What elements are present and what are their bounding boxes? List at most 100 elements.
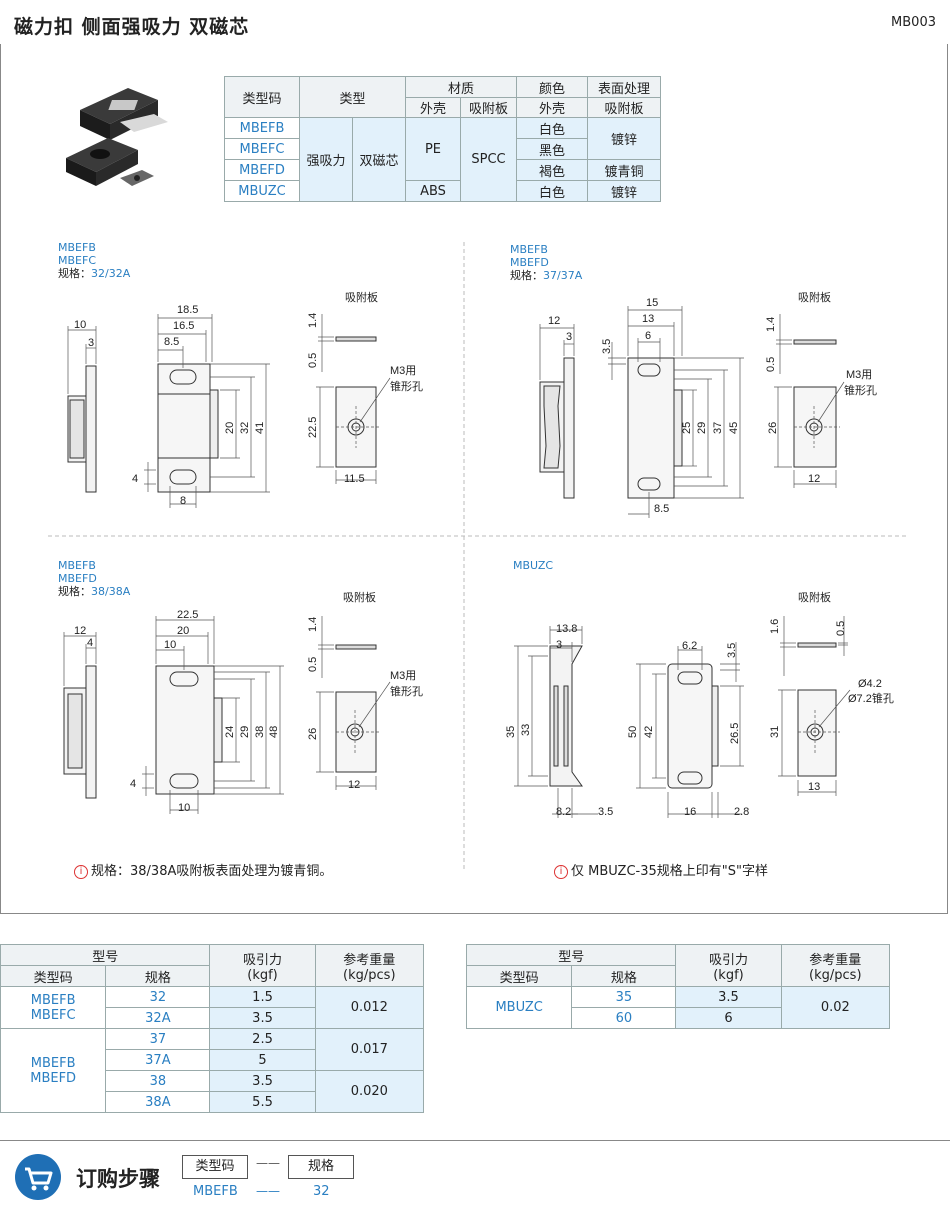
info-icon: i (74, 865, 88, 879)
order-label-code: 类型码 (182, 1155, 248, 1179)
col-color-shell: 外壳 (516, 97, 588, 118)
dim: 22.5 (177, 609, 198, 621)
info-icon: i (554, 865, 568, 879)
color-cell: 褐色 (516, 159, 588, 181)
dim: 3.5 (598, 806, 613, 818)
dim: 6.2 (682, 640, 697, 652)
col-model: 型号 (465, 944, 677, 966)
plate-label: 吸附板 (798, 290, 831, 304)
plate-cell: SPCC (460, 117, 517, 202)
hole-label: 锥形孔 (844, 384, 877, 397)
dim: 48 (268, 726, 280, 738)
dim: 18.5 (177, 304, 198, 316)
col-color: 颜色 (516, 76, 588, 98)
dim: 2.8 (734, 806, 749, 818)
dim: 24 (224, 726, 236, 738)
hole-label: Ø7.2锥孔 (848, 692, 894, 705)
catalog-code: MB003 (891, 15, 936, 30)
finish-cell: 镀锌 (587, 180, 661, 202)
dim: 20 (224, 422, 236, 434)
quadrant-dividers (48, 242, 908, 872)
dim: 37 (712, 422, 724, 434)
dim: 50 (627, 726, 639, 738)
finish-cell: 镀青铜 (587, 159, 661, 181)
dim: 8.5 (164, 336, 179, 348)
force-cell: 5.5 (209, 1091, 316, 1113)
dim: 8.5 (654, 503, 669, 515)
col-spec: 规格 (571, 965, 677, 987)
col-shell: 外壳 (405, 97, 461, 118)
col-model: 型号 (0, 944, 211, 966)
order-value-code: MBEFB (193, 1184, 238, 1199)
finish-cell: 镀锌 (587, 117, 661, 160)
color-cell: 白色 (516, 180, 588, 202)
dim: 13 (642, 313, 654, 325)
dim: 25 (681, 422, 693, 434)
dim: 1.6 (769, 619, 781, 634)
force-cell: 2.5 (209, 1028, 316, 1050)
dim: 26.5 (729, 723, 741, 744)
dim: 15 (646, 297, 658, 309)
dim: 6 (645, 330, 651, 342)
dim: 0.5 (307, 353, 319, 368)
dim: 10 (164, 639, 176, 651)
dim: 8.2 (556, 806, 571, 818)
dim: 12 (348, 779, 360, 791)
dim: 8 (180, 495, 186, 507)
dim: 3 (566, 331, 572, 343)
dim: 0.5 (765, 357, 777, 372)
dim: 1.4 (307, 617, 319, 632)
code-cell: MBEFB (224, 117, 300, 139)
drawing-mbuzc: 13.8 3 35 33 8.2 3.5 6.2 3.5 50 42 26.5 … (505, 590, 894, 818)
dim: 38 (254, 726, 266, 738)
dim: 3.5 (726, 643, 738, 658)
force-cell: 1.5 (209, 986, 316, 1008)
dim: 13.8 (556, 623, 577, 635)
dim: 3.5 (601, 339, 613, 354)
dim: 41 (254, 422, 266, 434)
weight-cell: 0.02 (780, 986, 891, 1029)
order-title: 订购步骤 (76, 1167, 160, 1191)
col-force: 吸引力(kgf) (675, 944, 782, 987)
type-a-cell: 强吸力 (299, 117, 353, 202)
plate-label: 吸附板 (798, 590, 831, 604)
order-dash: —— (256, 1184, 280, 1198)
dim: 12 (74, 625, 86, 637)
col-finish: 表面处理 (587, 76, 661, 98)
dim: 4 (87, 637, 93, 649)
drawing-mbefb-37: 12 3 15 13 6 3.5 1.4 0.5 26 12 25 29 37 … (539, 290, 877, 518)
dim: 35 (505, 726, 517, 738)
weight-cell: 0.017 (314, 1028, 425, 1071)
color-cell: 白色 (516, 117, 588, 139)
order-value-spec: 32 (313, 1184, 330, 1199)
dim: 3 (556, 639, 562, 651)
dim: 26 (307, 728, 319, 740)
order-label-spec: 规格 (288, 1155, 354, 1179)
hole-label: M3用 (390, 670, 416, 682)
shell-cell: PE (405, 117, 461, 181)
plate-label: 吸附板 (345, 290, 378, 304)
dim: 4 (132, 473, 138, 485)
dim: 10 (178, 802, 190, 814)
col-code: 类型码 (0, 965, 107, 987)
col-weight: 参考重量(kg/pcs) (314, 944, 425, 987)
col-finish-plate: 吸附板 (587, 97, 661, 118)
dim: 3 (88, 337, 94, 349)
spec-cell: 37A (105, 1049, 211, 1071)
col-weight: 参考重量(kg/pcs) (780, 944, 891, 987)
force-table-right: 型号 吸引力(kgf) 参考重量(kg/pcs) 类型码 规格 MBUZC 35… (465, 944, 891, 1029)
force-cell: 3.5 (675, 986, 782, 1008)
col-force: 吸引力(kgf) (209, 944, 316, 987)
dim: 45 (728, 422, 740, 434)
spec-cell: 38A (105, 1091, 211, 1113)
drawing-mbefb-32: 10 3 18.5 16.5 8.5 1.4 0.5 22.5 11.5 20 … (67, 290, 423, 508)
spec-cell: 32A (105, 1007, 211, 1029)
spec-cell: 60 (571, 1007, 677, 1029)
spec-table: 类型码 类型 材质 颜色 表面处理 外壳 吸附板 外壳 吸附板 MBEFB 强吸… (224, 76, 661, 202)
col-spec: 规格 (105, 965, 211, 987)
dim: 16 (684, 806, 696, 818)
dim: 12 (808, 473, 820, 485)
